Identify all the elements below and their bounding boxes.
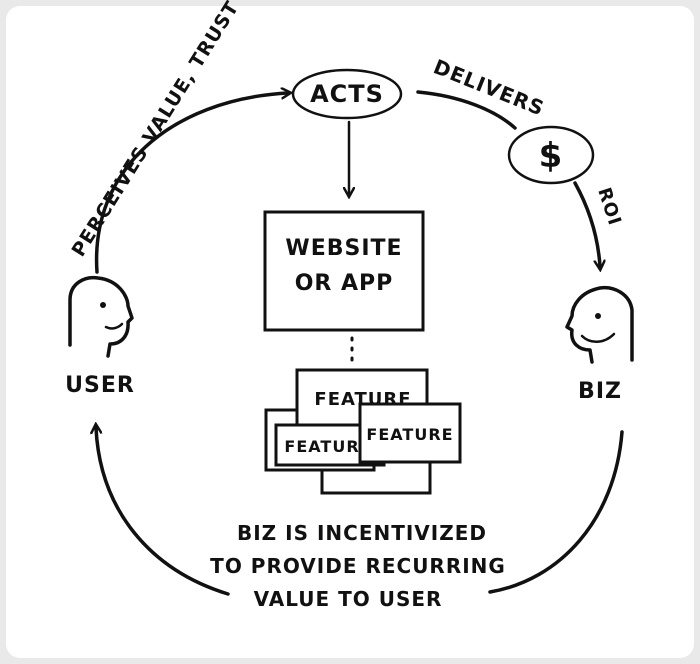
arc-dollar-to-biz (573, 181, 600, 266)
user-head-icon (68, 275, 134, 358)
feature-label-middle: FEATURE (284, 437, 371, 456)
incentive-line2: TO PROVIDE RECURRING (210, 554, 506, 578)
arc-biz-to-user (488, 430, 624, 594)
arc-acts-to-dollar (416, 90, 517, 130)
incentive-line1: BIZ IS INCENTIVIZED (237, 521, 487, 545)
biz-head-icon (565, 285, 634, 364)
diagram-frame (6, 6, 694, 658)
incentive-line3: VALUE TO USER (254, 587, 443, 611)
feature-box-right (358, 402, 462, 464)
roi-label: ROI (593, 185, 625, 228)
website-box (263, 210, 425, 332)
perceives-value-label: PERCEIVES VALUE, TRUST (68, 0, 244, 261)
user-label: USER (65, 373, 135, 398)
dollar-icon: $ (539, 136, 564, 176)
feature-label-right: FEATURE (366, 425, 453, 444)
dollar-ellipse (507, 125, 595, 185)
website-label-line1: WEBSITE (285, 236, 402, 261)
biz-label: BIZ (578, 379, 622, 404)
website-label-line2: OR APP (295, 271, 394, 296)
arc-user-to-acts (94, 93, 287, 274)
acts-label: ACTS (310, 80, 384, 108)
acts-ellipse (291, 68, 403, 120)
arc-bottom-left (96, 428, 230, 596)
